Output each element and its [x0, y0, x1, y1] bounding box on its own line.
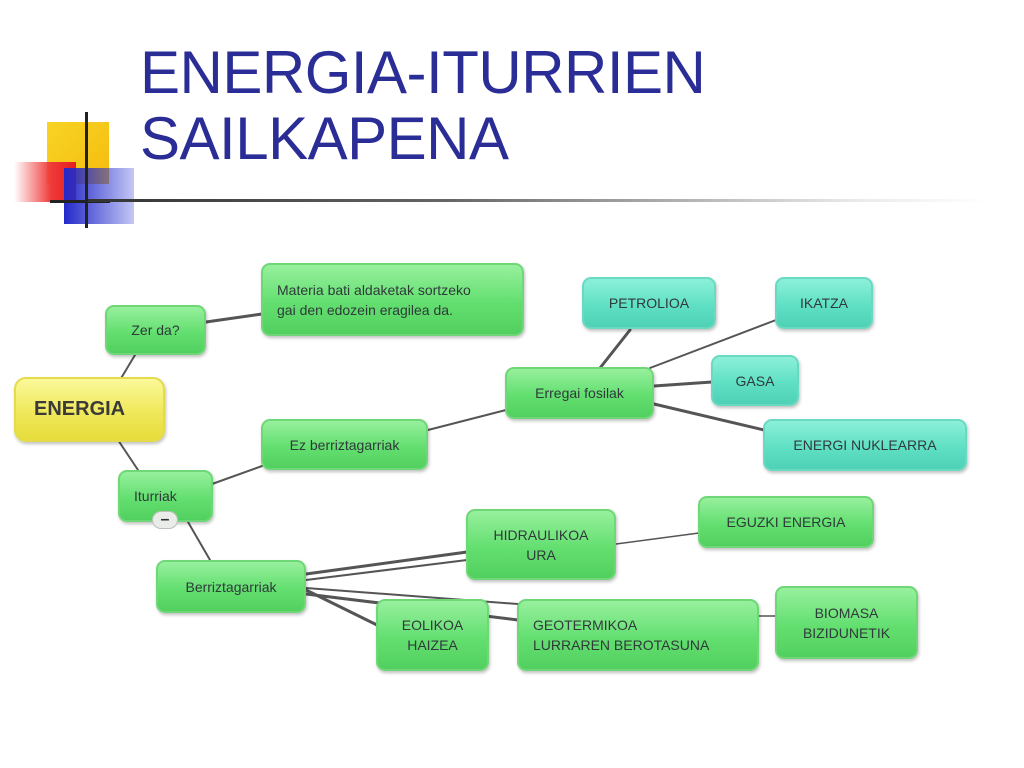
node-eguzki-energia-label: EGUZKI ENERGIA: [726, 514, 846, 530]
node-biomasa-line2: BIZIDUNETIK: [802, 624, 891, 641]
link-iturriak-ezberr: [211, 465, 263, 485]
link-hidraulikoa-eguzki: [615, 532, 700, 545]
node-erregai-fosilak-label: Erregai fosilak: [535, 385, 624, 401]
decor-horizontal-line: [50, 200, 110, 203]
node-eolikoa[interactable]: EOLIKOA HAIZEA: [376, 599, 489, 671]
slide-title: ENERGIA-ITURRIEN SAILKAPENA: [140, 39, 706, 172]
node-definition-line1: Materia bati aldaketak sortzeko: [277, 281, 471, 298]
node-biomasa[interactable]: BIOMASA BIZIDUNETIK: [775, 586, 918, 659]
node-eolikoa-line1: EOLIKOA: [401, 617, 464, 633]
node-energi-nuklearra-label: ENERGI NUKLEARRA: [793, 437, 937, 453]
node-definition[interactable]: Materia bati aldaketak sortzeko gai den …: [261, 263, 524, 336]
node-energia-label: ENERGIA: [34, 398, 126, 420]
slide-title-line2: SAILKAPENA: [140, 105, 509, 172]
node-geotermikoa-line2: LURRAREN BEROTASUNA: [533, 637, 710, 653]
node-petrolioa[interactable]: PETROLIOA: [582, 277, 716, 329]
link-erregai-nuklearra: [652, 402, 766, 432]
node-zer-da[interactable]: Zer da?: [105, 305, 206, 355]
node-gasa-label: GASA: [735, 372, 775, 389]
link-iturriak-berr: [187, 521, 211, 561]
link-energia-zerda: [119, 354, 136, 381]
decor-blue-square: [64, 168, 134, 224]
node-berriztagarriak-label: Berriztagarriak: [185, 578, 277, 595]
link-berr-hidraulikoa-b: [305, 559, 468, 581]
node-hidraulikoa-line1: HIDRAULIKOA: [493, 526, 589, 543]
slide-title-line1: ENERGIA-ITURRIEN: [140, 39, 706, 106]
node-erregai-fosilak[interactable]: Erregai fosilak: [505, 367, 654, 419]
link-berr-hidraulikoa-a: [304, 550, 469, 576]
node-geotermikoa-line1: GEOTERMIKOA: [533, 617, 638, 633]
link-ezberr-erregai: [427, 409, 507, 431]
node-eguzki-energia[interactable]: EGUZKI ENERGIA: [698, 496, 874, 548]
node-eolikoa-line2: HAIZEA: [407, 637, 458, 653]
node-petrolioa-label: PETROLIOA: [608, 295, 690, 311]
node-energi-nuklearra[interactable]: ENERGI NUKLEARRA: [763, 419, 967, 471]
decor-vertical-line: [85, 112, 88, 228]
node-hidraulikoa-line2: URA: [526, 546, 556, 563]
title-underline: [88, 199, 988, 202]
node-hidraulikoa[interactable]: HIDRAULIKOA URA: [466, 509, 616, 580]
node-zer-da-label: Zer da?: [131, 322, 180, 338]
node-geotermikoa[interactable]: GEOTERMIKOA LURRAREN BEROTASUNA: [517, 599, 759, 671]
node-iturriak-label: Iturriak: [134, 488, 177, 504]
node-definition-line2: gai den edozein eragilea da.: [277, 301, 453, 318]
collapse-minus-icon: –: [160, 511, 170, 528]
link-zerda-definition: [204, 312, 264, 324]
node-ez-berriztagarriak-label: Ez berriztagarriak: [289, 436, 400, 453]
link-erregai-ikatza: [649, 319, 777, 369]
node-ikatza-label: IKATZA: [800, 295, 848, 311]
link-energia-iturriak: [117, 439, 139, 471]
node-gasa[interactable]: GASA: [711, 355, 799, 406]
node-ez-berriztagarriak[interactable]: Ez berriztagarriak: [261, 419, 428, 470]
node-ikatza[interactable]: IKATZA: [775, 277, 873, 329]
collapse-toggle-button[interactable]: –: [152, 511, 178, 529]
node-biomasa-line1: BIOMASA: [814, 604, 879, 621]
node-berriztagarriak[interactable]: Berriztagarriak: [156, 560, 306, 613]
link-erregai-gasa: [652, 380, 714, 388]
link-erregai-petrolioa: [598, 328, 632, 370]
node-energia[interactable]: ENERGIA: [14, 377, 165, 442]
